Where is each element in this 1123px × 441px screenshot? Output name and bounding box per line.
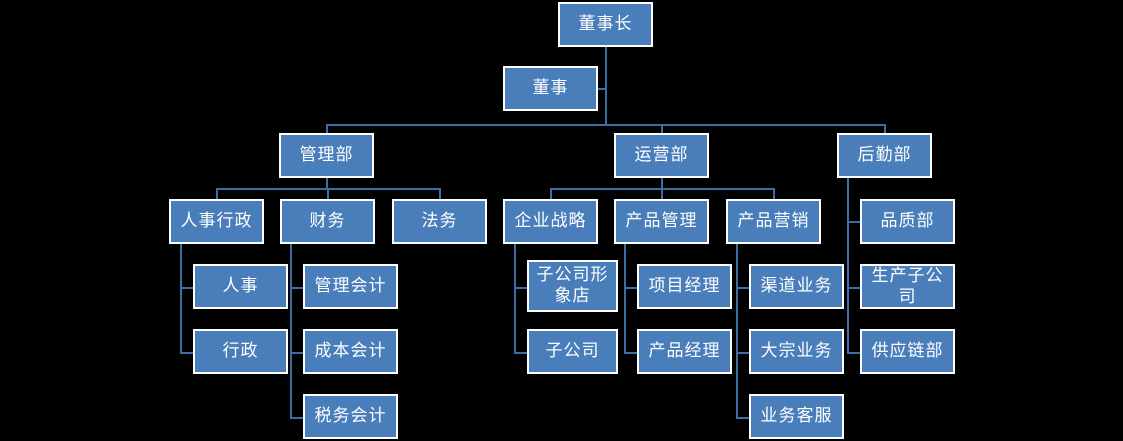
org-node-label: 产品营销 bbox=[737, 211, 810, 231]
org-node-operations[interactable]: 运营部 bbox=[614, 133, 709, 178]
connector-c-prodsub-in bbox=[847, 287, 862, 289]
org-node-legal[interactable]: 法务 bbox=[392, 199, 487, 244]
connector-c-prodmgmt-down bbox=[661, 188, 663, 201]
org-node-label: 管理部 bbox=[299, 145, 354, 165]
connector-c-bulk-in bbox=[736, 352, 751, 354]
org-node-label: 大宗业务 bbox=[760, 341, 833, 361]
connector-c-director-stub bbox=[598, 88, 607, 90]
org-node-tax-accounting[interactable]: 税务会计 bbox=[303, 394, 398, 439]
connector-c-strategy-down bbox=[550, 188, 552, 201]
org-node-label: 供应链部 bbox=[871, 341, 944, 361]
org-node-label: 管理会计 bbox=[314, 276, 387, 296]
connector-c-bizservice-in bbox=[736, 417, 751, 419]
org-node-label: 人事行政 bbox=[180, 211, 253, 231]
org-node-label: 后勤部 bbox=[857, 145, 912, 165]
org-node-label: 渠道业务 bbox=[760, 276, 833, 296]
org-node-label: 产品管理 bbox=[625, 211, 698, 231]
org-node-prod-subsidiary[interactable]: 生产子公司 bbox=[860, 264, 955, 309]
connector-c-supply-in bbox=[847, 352, 862, 354]
connector-c-prodmgr-in bbox=[624, 352, 639, 354]
org-node-label: 运营部 bbox=[634, 145, 689, 165]
org-node-label: 项目经理 bbox=[648, 276, 721, 296]
org-node-product-mkt[interactable]: 产品营销 bbox=[726, 199, 821, 244]
org-node-finance[interactable]: 财务 bbox=[280, 199, 375, 244]
connector-c-management-down bbox=[326, 124, 328, 135]
org-node-label: 子公司形象店 bbox=[536, 265, 609, 306]
connector-c-mgmtacct-in bbox=[290, 287, 305, 289]
connector-c-logistics-down bbox=[884, 124, 886, 135]
org-node-project-mgr[interactable]: 项目经理 bbox=[637, 264, 732, 309]
org-node-bulk-biz[interactable]: 大宗业务 bbox=[749, 329, 844, 374]
connector-c-subflag-in bbox=[514, 287, 529, 289]
connector-c-strategy-spine bbox=[514, 244, 516, 354]
org-node-cost-accounting[interactable]: 成本会计 bbox=[303, 329, 398, 374]
org-node-label: 产品经理 bbox=[648, 341, 721, 361]
connector-c-finance-down bbox=[327, 188, 329, 201]
org-node-logistics[interactable]: 后勤部 bbox=[837, 133, 932, 178]
connector-c-admin-in bbox=[180, 352, 195, 354]
org-node-mgmt-accounting[interactable]: 管理会计 bbox=[303, 264, 398, 309]
connector-c-legal-down bbox=[439, 188, 441, 201]
org-node-subsidiary[interactable]: 子公司 bbox=[527, 329, 618, 374]
org-node-biz-service[interactable]: 业务客服 bbox=[749, 394, 844, 439]
org-node-strategy[interactable]: 企业战略 bbox=[503, 199, 598, 244]
org-node-label: 企业战略 bbox=[514, 211, 587, 231]
connector-c-projmgr-in bbox=[624, 287, 639, 289]
org-node-product-mgr[interactable]: 产品经理 bbox=[637, 329, 732, 374]
org-node-label: 子公司 bbox=[545, 341, 600, 361]
org-node-chairman[interactable]: 董事长 bbox=[558, 2, 653, 47]
org-node-management[interactable]: 管理部 bbox=[279, 133, 374, 178]
connector-c-channel-in bbox=[736, 287, 751, 289]
org-node-director[interactable]: 董事 bbox=[503, 66, 598, 111]
org-node-quality[interactable]: 品质部 bbox=[860, 199, 955, 244]
org-node-sub-flagship[interactable]: 子公司形象店 bbox=[527, 260, 618, 312]
org-node-supply-chain[interactable]: 供应链部 bbox=[860, 329, 955, 374]
org-node-label: 董事长 bbox=[578, 14, 633, 34]
org-node-label: 人事 bbox=[222, 276, 259, 296]
org-node-label: 品质部 bbox=[880, 211, 935, 231]
connector-c-prodmkt-down bbox=[773, 188, 775, 201]
connector-c-subsidiary-in bbox=[514, 352, 529, 354]
connector-c-mgmt-stem bbox=[326, 178, 328, 190]
org-node-hr-admin[interactable]: 人事行政 bbox=[169, 199, 264, 244]
org-node-admin[interactable]: 行政 bbox=[193, 329, 288, 374]
org-node-label: 董事 bbox=[532, 78, 569, 98]
connector-c-prodmgmt-spine bbox=[624, 244, 626, 354]
connector-c-l2-bus bbox=[326, 124, 885, 126]
connector-c-hr-in bbox=[180, 287, 195, 289]
org-node-label: 财务 bbox=[309, 211, 346, 231]
connector-c-chairman-down bbox=[605, 47, 607, 125]
org-node-label: 税务会计 bbox=[314, 406, 387, 426]
connector-c-costacct-in bbox=[290, 352, 305, 354]
connector-c-finance-spine bbox=[290, 244, 292, 419]
connector-c-taxacct-in bbox=[290, 417, 305, 419]
org-node-label: 行政 bbox=[222, 341, 259, 361]
connector-c-ops-stem bbox=[661, 178, 663, 190]
connector-c-hradmin-spine bbox=[180, 244, 182, 354]
org-node-label: 业务客服 bbox=[760, 406, 833, 426]
connector-c-quality-in bbox=[847, 221, 862, 223]
org-node-label: 生产子公司 bbox=[871, 265, 944, 307]
connector-c-operations-down bbox=[661, 124, 663, 135]
org-node-label: 成本会计 bbox=[314, 341, 387, 361]
org-node-label: 法务 bbox=[421, 211, 458, 231]
connector-c-log-spine bbox=[847, 178, 849, 354]
org-node-hr[interactable]: 人事 bbox=[193, 264, 288, 309]
connector-c-prodmkt-spine bbox=[736, 244, 738, 419]
org-node-channel-biz[interactable]: 渠道业务 bbox=[749, 264, 844, 309]
org-node-product-mgmt[interactable]: 产品管理 bbox=[614, 199, 709, 244]
connector-c-hradmin-down bbox=[216, 188, 218, 201]
